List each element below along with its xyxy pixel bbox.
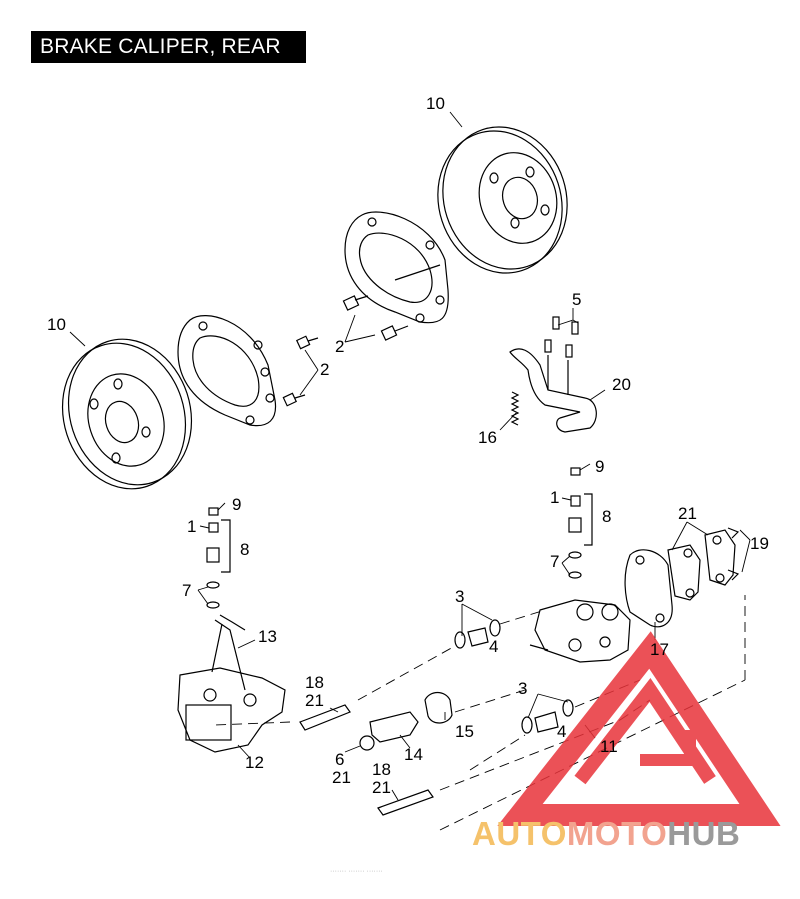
brake-rotor-lower (61, 338, 193, 490)
callout-10-upper: 10 (426, 94, 445, 113)
callout-21-pads: 21 (678, 504, 697, 523)
callout-9-right: 9 (595, 457, 604, 476)
callout-4-upper: 4 (489, 637, 498, 656)
lock-nut (359, 735, 375, 751)
callout-20: 20 (612, 375, 631, 394)
callout-21-upper: 21 (305, 691, 324, 710)
right-caliper-body (529, 599, 631, 663)
caliper-bracket-upper (344, 211, 449, 324)
pad-clips (727, 527, 740, 581)
watermark-logo (497, 631, 781, 826)
anti-rattle-spring (624, 549, 673, 628)
o-rings-bushings-upper (454, 619, 501, 649)
watermark-hub: HUB (667, 815, 741, 852)
pin-boot (424, 691, 453, 724)
callout-labels: 10 10 2 2 5 20 16 9 1 8 7 13 12 9 1 8 7 … (47, 94, 769, 797)
o-rings-bushings-lower (521, 699, 574, 734)
left-caliper-body (177, 614, 286, 753)
callout-7-left: 7 (182, 581, 191, 600)
callout-2-upper: 2 (335, 337, 344, 356)
callout-14: 14 (404, 745, 423, 764)
watermark-text: AUTOMOTOHUB (472, 815, 740, 853)
callout-19: 19 (750, 534, 769, 553)
caliper-link (369, 711, 419, 743)
mounting-screws (544, 316, 579, 358)
callout-1-right: 1 (550, 488, 559, 507)
callout-21-lower: 21 (372, 778, 391, 797)
callout-17: 17 (650, 640, 669, 659)
caliper-mount-bracket (509, 348, 597, 433)
return-spring (510, 391, 520, 426)
callout-8-right: 8 (602, 507, 611, 526)
callout-18-lower: 18 (372, 760, 391, 779)
page-title: BRAKE CALIPER, REAR (31, 31, 306, 63)
callout-6: 6 (335, 750, 344, 769)
callout-18-upper: 18 (305, 673, 324, 692)
watermark-auto: AUTO (472, 815, 567, 852)
watermark-moto: MOTO (566, 815, 668, 852)
callout-2-lower: 2 (320, 360, 329, 379)
callout-21-nut: 21 (332, 768, 351, 787)
footer-text: ······· ······· ······· (330, 868, 383, 875)
callout-5: 5 (572, 290, 581, 309)
leader-lines (69, 111, 751, 801)
callout-16: 16 (478, 428, 497, 447)
callout-11: 11 (600, 737, 618, 756)
callout-8-left: 8 (240, 540, 249, 559)
right-caliper-fittings (568, 467, 593, 579)
brake-rotor-upper (437, 126, 568, 274)
callout-12: 12 (245, 753, 264, 772)
callout-4-lower: 4 (557, 722, 566, 741)
caliper-pin-upper (299, 704, 351, 731)
callout-9-left: 9 (232, 495, 241, 514)
callout-1-left: 1 (187, 517, 196, 536)
callout-3-upper: 3 (455, 587, 464, 606)
caliper-pin-lower (377, 789, 434, 816)
left-caliper-fittings (206, 507, 231, 609)
bracket-bolts (282, 295, 409, 407)
caliper-bracket-lower (177, 315, 277, 427)
brake-pads (667, 529, 736, 601)
callout-10-lower: 10 (47, 315, 66, 334)
callout-13: 13 (258, 627, 277, 646)
callout-15: 15 (455, 722, 474, 741)
callout-3-lower: 3 (518, 679, 527, 698)
callout-7-right: 7 (550, 552, 559, 571)
